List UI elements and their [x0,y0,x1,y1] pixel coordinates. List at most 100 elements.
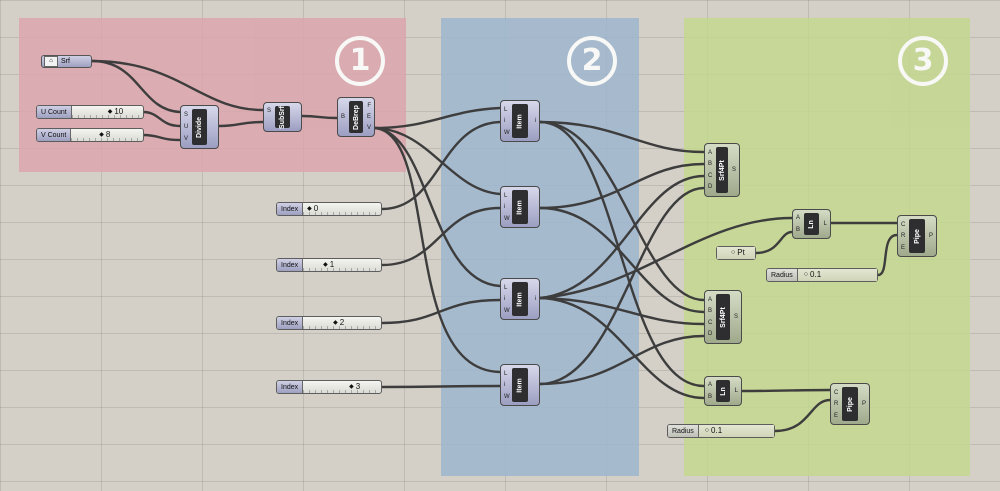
srf-label: Srf [61,58,70,65]
input-port[interactable]: i [504,382,506,388]
slider-track[interactable]: 2 [303,317,381,329]
slider-track[interactable]: 0.1 [797,269,877,281]
input-port[interactable]: S [267,108,272,115]
input-port[interactable]: D [708,184,713,191]
output-port[interactable]: S [731,167,736,173]
input-port[interactable]: R [901,233,906,239]
index-1-slider[interactable]: Index 1 [276,258,382,272]
input-port[interactable]: C [901,221,906,228]
radius-slider-bottom[interactable]: Radius 0.1 [667,424,775,438]
u-count-slider[interactable]: U Count 10 [36,105,144,119]
output-port[interactable]: P [861,401,866,407]
output-port[interactable]: P [928,233,933,239]
output-port[interactable] [213,112,215,118]
input-port[interactable]: E [834,412,839,419]
input-port[interactable]: A [708,296,713,303]
input-port[interactable]: D [708,331,713,338]
input-port[interactable]: E [901,244,906,251]
slider-track[interactable]: 8 [71,129,143,141]
input-port[interactable]: C [834,389,839,396]
input-port[interactable]: B [708,308,713,315]
input-port[interactable]: B [796,226,801,233]
input-port[interactable]: V [184,136,189,142]
wire [773,398,832,433]
index-2-slider[interactable]: Index 2 [276,316,382,330]
input-port[interactable]: B [708,161,713,168]
input-port[interactable]: A [708,382,713,389]
slider-track[interactable]: 3 [303,381,381,393]
output-port[interactable]: L [734,388,738,394]
input-port[interactable]: R [834,401,839,407]
input-port[interactable]: C [708,319,713,326]
input-port[interactable]: B [341,114,346,120]
input-port[interactable] [267,120,271,126]
input-port[interactable]: i [504,204,506,210]
input-port[interactable]: L [504,192,508,199]
output-port[interactable]: i [534,296,536,302]
slider-track[interactable]: 10 [71,106,143,118]
index-0-slider[interactable]: Index 0 [276,202,382,216]
input-port[interactable]: i [504,296,506,302]
index-3-slider[interactable]: Index 3 [276,380,382,394]
input-port[interactable]: B [708,393,713,400]
subsrf-component[interactable]: S SubSrf [263,102,302,132]
wire [876,233,899,277]
input-port[interactable]: A [708,149,713,156]
input-port[interactable]: W [504,393,510,400]
component-name: SubSrf [279,105,287,129]
pt-parameter[interactable]: Pt [716,246,756,260]
slider-track[interactable]: 1 [303,259,381,271]
component-name: Pipe [913,228,921,244]
output-port[interactable] [213,136,215,142]
input-port[interactable]: C [708,172,713,179]
slider-value: 1 [323,260,334,269]
slider-label: Radius [767,269,798,281]
group-2[interactable]: 2 [441,18,639,476]
srf-parameter[interactable]: ⌂ Srf [41,55,92,68]
radius-slider-top[interactable]: Radius 0.1 [766,268,878,282]
output-port[interactable] [534,382,536,388]
output-port[interactable]: V [366,125,371,131]
output-port[interactable]: S [733,314,738,320]
slider-track[interactable]: 0.1 [698,425,774,437]
slider-value: 0.1 [705,426,722,435]
slider-track[interactable]: 0 [303,203,381,215]
input-port[interactable]: i [504,118,506,124]
wire [300,114,339,120]
input-port[interactable]: L [504,106,508,113]
wire [141,133,182,142]
output-port[interactable]: L [823,221,827,227]
output-port[interactable] [213,124,215,130]
param-body[interactable]: Pt [717,247,755,259]
output-port[interactable]: i [534,118,536,124]
input-port[interactable]: L [504,370,508,377]
input-port[interactable]: A [796,215,801,222]
input-port[interactable]: W [504,307,510,314]
component-name: DeBrep [352,104,360,130]
output-port[interactable] [534,204,536,210]
group-number: 1 [335,36,385,86]
output-port[interactable]: E [366,114,371,120]
slider-label: Index [277,317,304,329]
input-port[interactable]: W [504,129,510,136]
input-port[interactable]: U [184,124,189,130]
v-count-slider[interactable]: V Count 8 [36,128,144,142]
input-port[interactable]: L [504,284,508,291]
output-port[interactable] [296,114,298,120]
input-port[interactable]: W [504,215,510,222]
output-port[interactable]: F [367,103,371,109]
input-port[interactable]: S [184,112,189,118]
